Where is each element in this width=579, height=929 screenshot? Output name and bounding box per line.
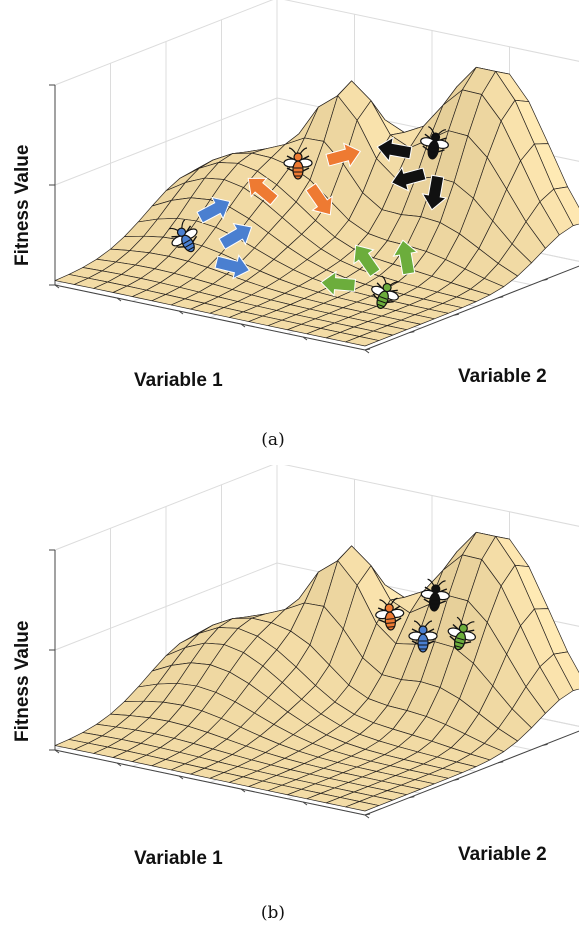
- bug-black-icon: [420, 126, 449, 160]
- surface-plot-a: [49, 0, 579, 354]
- z-axis-label: Fitness Value: [12, 144, 33, 266]
- x-axis-label: Variable 1: [134, 848, 223, 869]
- y-axis-label: Variable 2: [458, 844, 547, 865]
- arrow-black-2: [390, 166, 427, 192]
- arrow-green-1: [320, 270, 357, 297]
- arrow-orange-1: [247, 177, 279, 206]
- surface-plot-b: [49, 465, 579, 819]
- arrow-blue-1: [196, 196, 231, 224]
- arrow-orange-3: [325, 142, 362, 168]
- arrow-green-3: [392, 239, 419, 276]
- arrow-black-3: [421, 174, 448, 211]
- fitness-surface: [54, 66, 579, 347]
- panel-a: Fitness Value Variable 1 Variable 2 (a): [12, 0, 579, 450]
- arrow-black-1: [376, 136, 413, 163]
- arrow-green-2: [353, 244, 381, 278]
- caption-a: (a): [261, 430, 285, 450]
- arrow-blue-2: [218, 222, 253, 250]
- bug-green-icon: [371, 275, 399, 309]
- bug-blue-icon: [408, 620, 438, 653]
- caption-b: (b): [260, 903, 286, 923]
- bug-black-icon: [420, 578, 450, 612]
- fitness-surface: [54, 531, 579, 812]
- bug-green-icon: [447, 616, 476, 651]
- arrow-blue-3: [214, 254, 251, 280]
- y-axis-label: Variable 2: [458, 366, 547, 387]
- z-axis-label: Fitness Value: [12, 620, 33, 742]
- x-axis-label: Variable 1: [134, 370, 223, 391]
- arrow-orange-2: [305, 182, 333, 216]
- bug-orange-icon: [283, 147, 313, 180]
- bug-blue-icon: [168, 219, 198, 253]
- bug-orange-icon: [375, 597, 405, 631]
- panel-b: Fitness Value Variable 1 Variable 2 (b): [0, 465, 579, 929]
